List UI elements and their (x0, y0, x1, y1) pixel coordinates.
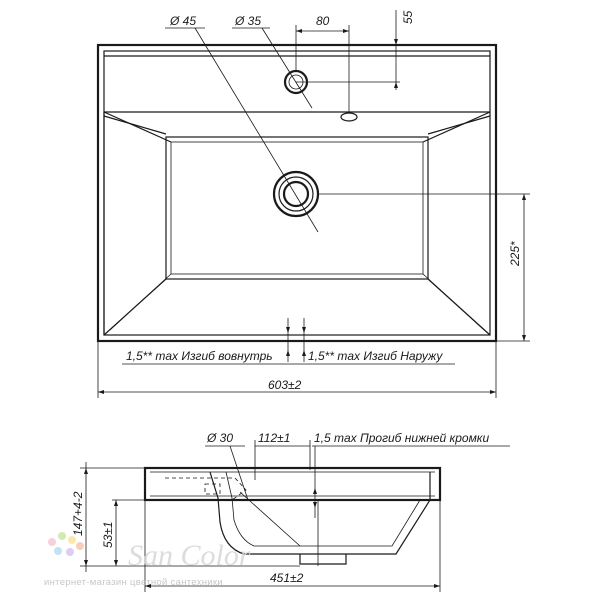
arrows-80 (296, 29, 349, 33)
overflow-hole (340, 112, 358, 122)
leader-d45 (194, 27, 319, 233)
label-53: 53±1 (101, 521, 115, 548)
side-overflow-box (204, 483, 221, 495)
bowl-slope-tl (103, 111, 172, 143)
watermark-dots (48, 532, 84, 556)
top-view: Ø 45 Ø 35 80 55 225* 1,5** max Изгиб вов… (96, 10, 530, 398)
label-451: 451±2 (270, 571, 304, 585)
leader-d35 (261, 27, 313, 109)
note-edge-sag: 1,5 max Прогиб нижней кромки (314, 431, 489, 445)
drain-hole-inner (282, 180, 310, 208)
label-d45: Ø 45 (169, 14, 196, 28)
drain-hole-outer (272, 170, 320, 218)
note-bend-outward: 1,5** max Изгиб Наружу (308, 349, 443, 363)
bowl-bottom-inner (170, 141, 424, 275)
watermark-brand: San Color (128, 539, 251, 572)
label-80: 80 (316, 14, 330, 28)
note-bend-inward: 1,5** max Изгиб вовнутрь (126, 349, 273, 363)
bowl-slope-tr (422, 111, 491, 143)
arrows-edge (313, 488, 317, 508)
label-147: 147+4-2 (71, 491, 85, 536)
label-55: 55 (401, 10, 415, 24)
side-bowl-inner (225, 471, 421, 547)
drain-hole-mid (278, 176, 314, 212)
side-bowl-profile (209, 471, 431, 555)
bowl-bottom-outline (165, 136, 429, 280)
arrows-bend (286, 327, 306, 356)
label-112: 112±1 (258, 431, 290, 445)
basin-outer-outline (96, 43, 498, 343)
side-view: Ø 30 112±1 1,5 max Прогиб нижней кромки … (71, 431, 510, 592)
watermark-tagline: интернет-магазин цветной сантехники (44, 577, 223, 588)
label-d30: Ø 30 (206, 431, 233, 445)
bowl-slope-bl-inner (109, 273, 172, 331)
rim-bevel-left (103, 115, 167, 135)
side-overflow-channel (165, 477, 247, 501)
side-drain-pipe (299, 554, 347, 565)
leader-d30 (229, 445, 249, 501)
side-bowl-slope (239, 491, 301, 547)
label-d35: Ø 35 (234, 14, 261, 28)
label-603: 603±2 (268, 378, 302, 392)
bowl-slope-br-inner (422, 273, 485, 331)
label-225: 225* (508, 241, 522, 267)
rim-bevel-right (427, 115, 491, 135)
watermark: San Color интернет-магазин цветной санте… (44, 532, 251, 588)
side-slab (143, 466, 442, 502)
